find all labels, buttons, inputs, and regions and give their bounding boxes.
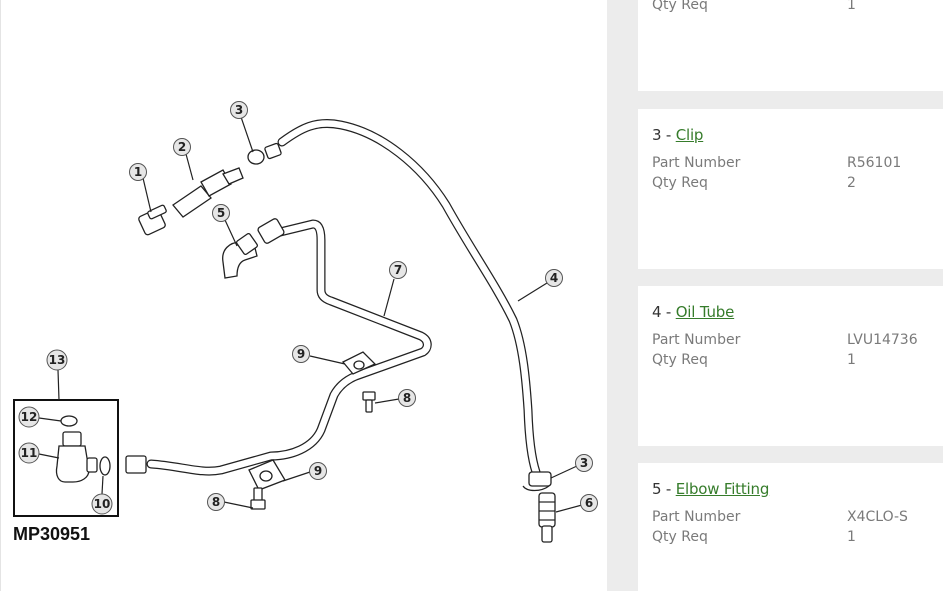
part-title: 4 - Oil Tube	[652, 303, 734, 321]
bolt-8-upper-illustration	[362, 391, 376, 413]
svg-text:13: 13	[49, 353, 66, 367]
svg-text:8: 8	[212, 495, 220, 509]
callout-13: 13	[46, 349, 68, 371]
part-name-link[interactable]: Oil Tube	[675, 303, 735, 321]
svg-text:10: 10	[94, 497, 111, 511]
callout-10: 10	[91, 493, 113, 515]
qty-label: Qty Req	[652, 0, 708, 13]
qty-label: Qty Req	[652, 352, 708, 368]
part-card-4: 4 - Oil Tube Part Number LVU14736 Qty Re…	[638, 286, 943, 446]
part-number-label: Part Number	[652, 509, 741, 525]
qty-value: 2	[847, 175, 856, 191]
callout-11: 11	[18, 442, 40, 464]
svg-text:9: 9	[297, 347, 305, 361]
svg-text:2: 2	[178, 140, 186, 154]
part-index: 5	[652, 480, 662, 498]
svg-text:1: 1	[134, 165, 142, 179]
qty-label: Qty Req	[652, 529, 708, 545]
clip-3-top-illustration	[247, 142, 282, 165]
part-card-partial: Qty Req 1	[638, 0, 943, 91]
part-name-link[interactable]: Elbow Fitting	[675, 480, 770, 498]
bolt-8-lower-illustration	[250, 487, 266, 510]
callout-5: 5	[212, 204, 230, 222]
exploded-parts-diagram: MP30951 1 2 3 5 7 4 9 8 13	[13, 101, 598, 544]
pane-divider	[607, 0, 638, 591]
part-index: 4	[652, 303, 662, 321]
part-number-value: X4CLO-S	[847, 509, 908, 525]
part-number-label: Part Number	[652, 155, 741, 171]
svg-text:7: 7	[394, 263, 402, 277]
callout-8b: 8	[207, 493, 225, 511]
leader-lines	[38, 116, 583, 513]
part-card-3: 3 - Clip Part Number R56101 Qty Req 2	[638, 109, 943, 269]
callout-1: 1	[129, 163, 147, 181]
svg-text:11: 11	[21, 446, 38, 460]
callout-9: 9	[292, 345, 310, 363]
clip-9-upper-illustration	[341, 351, 377, 375]
figure-id-label: MP30951	[13, 524, 90, 544]
part-card-5: 5 - Elbow Fitting Part Number X4CLO-S Qt…	[638, 463, 943, 591]
part-number-label: Part Number	[652, 332, 741, 348]
callout-2: 2	[173, 138, 191, 156]
fitting-6-illustration	[538, 492, 556, 543]
callout-7: 7	[389, 261, 407, 279]
callout-8: 8	[398, 389, 416, 407]
fitting-2-illustration	[172, 167, 244, 218]
callout-3b: 3	[575, 454, 593, 472]
svg-text:9: 9	[314, 464, 322, 478]
part-title-separator: -	[661, 303, 676, 321]
svg-text:3: 3	[580, 456, 588, 470]
svg-text:4: 4	[550, 271, 558, 285]
callout-12: 12	[18, 406, 40, 428]
part-title: 5 - Elbow Fitting	[652, 480, 769, 498]
callout-4: 4	[545, 269, 563, 287]
qty-value: 1	[847, 0, 856, 13]
tube-7-illustration	[125, 218, 432, 476]
part-number-value: R56101	[847, 155, 902, 171]
callout-9b: 9	[309, 462, 327, 480]
oil-tube-illustration	[277, 119, 541, 477]
svg-text:8: 8	[403, 391, 411, 405]
part-title: 3 - Clip	[652, 126, 703, 144]
clip-3-bottom-illustration	[522, 471, 552, 492]
svg-text:3: 3	[235, 103, 243, 117]
qty-value: 1	[847, 352, 856, 368]
fitting-1-illustration	[138, 204, 167, 236]
part-index: 3	[652, 126, 662, 144]
elbow-5-illustration	[222, 232, 259, 279]
part-number-value: LVU14736	[847, 332, 918, 348]
parts-diagram-pane: MP30951 1 2 3 5 7 4 9 8 13	[0, 0, 598, 591]
part-name-link[interactable]: Clip	[675, 126, 704, 144]
callout-3: 3	[230, 101, 248, 119]
svg-text:6: 6	[585, 496, 593, 510]
svg-text:5: 5	[217, 206, 225, 220]
qty-label: Qty Req	[652, 175, 708, 191]
callout-6: 6	[580, 494, 598, 512]
qty-value: 1	[847, 529, 856, 545]
part-title-separator: -	[661, 126, 676, 144]
svg-text:12: 12	[21, 410, 38, 424]
part-title-separator: -	[661, 480, 676, 498]
parts-list-pane: Qty Req 1 3 - Clip Part Number R56101 Qt…	[638, 0, 943, 591]
